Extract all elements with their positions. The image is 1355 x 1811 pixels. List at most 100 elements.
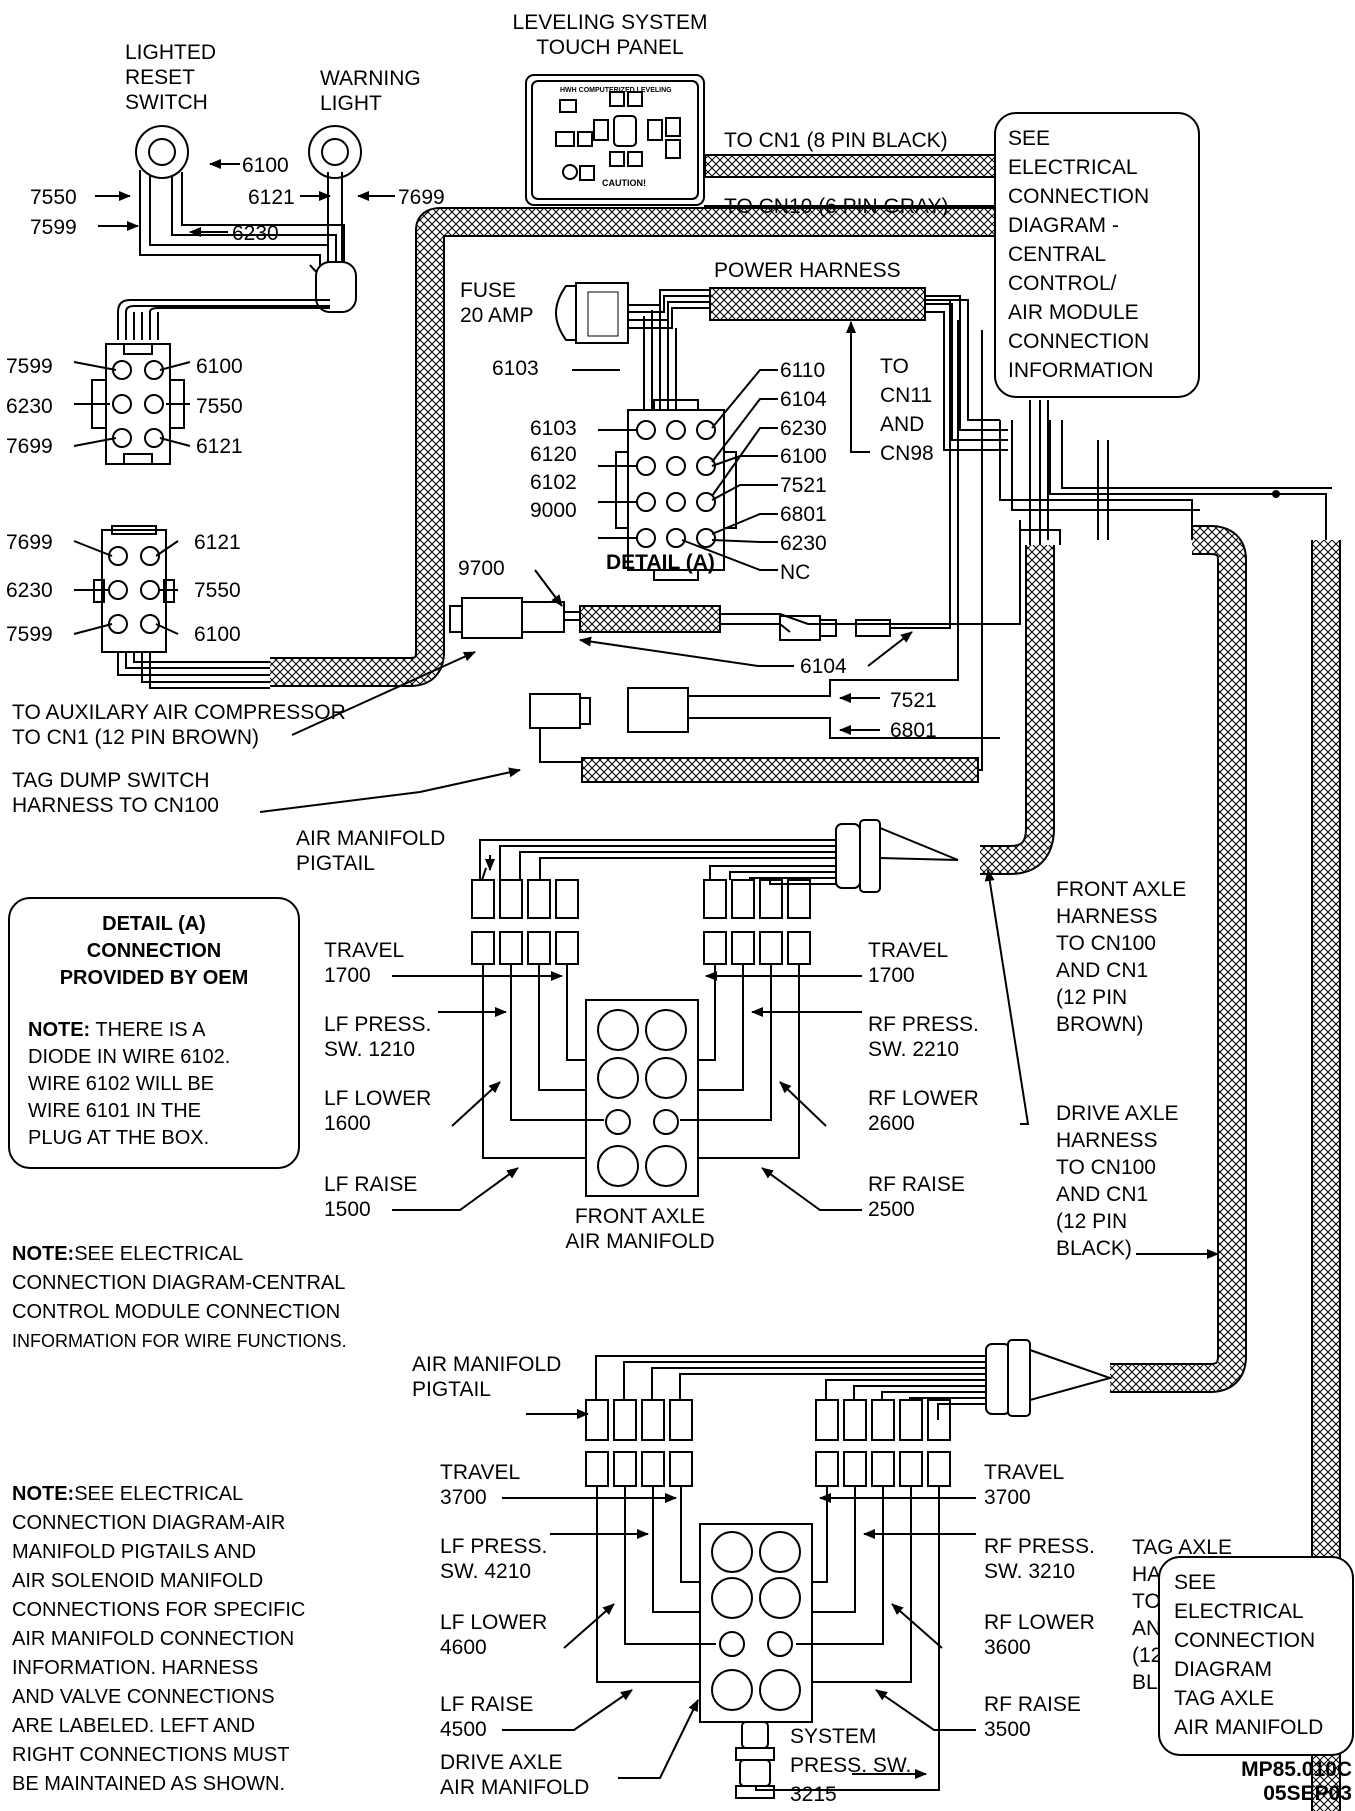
warning-title-line-2: LIGHT (320, 92, 382, 115)
to-cn11-line: TO (880, 355, 909, 378)
front-right-travel: TRAVEL (868, 939, 949, 962)
see-bottom-line: AIR MANIFOLD (1174, 1716, 1324, 1739)
system-press-line: 3215 (790, 1783, 837, 1806)
detail-box-title: PROVIDED BY OEM (59, 967, 249, 989)
conn2-right-3: 6100 (194, 623, 241, 646)
detail-note-line: PLUG AT THE BOX. (28, 1127, 210, 1149)
detail-a-left-3: 6102 (530, 471, 577, 494)
drive-left-lower: LF LOWER (440, 1611, 548, 1634)
drawing-number: MP85.010C (1241, 1758, 1352, 1781)
detail-a-right: 6100 (780, 445, 827, 469)
front-left-raise: LF RAISE (324, 1173, 418, 1196)
conn1-left-3: 7699 (6, 435, 53, 458)
system-press-line: SYSTEM (790, 1725, 877, 1748)
front-pigtail-line-1: AIR MANIFOLD (296, 827, 446, 850)
conn2-right-1: 6121 (194, 531, 241, 554)
fuse-wire-6103: 6103 (492, 357, 539, 380)
note1-first: SEE ELECTRICAL (74, 1243, 244, 1265)
drive-right-lower-wire: 3600 (984, 1636, 1031, 1659)
conn1-right-3: 6121 (196, 435, 243, 458)
fuse-line-1: FUSE (460, 279, 517, 302)
detail-a-left-1: 6103 (530, 417, 577, 440)
panel-caution-text: CAUTION! (602, 178, 646, 188)
drive-manifold-line-1: DRIVE AXLE (440, 1751, 563, 1774)
conn1-left-2: 6230 (6, 395, 53, 418)
front-left-lower-wire: 1600 (324, 1112, 371, 1135)
front-manifold-line-2: AIR MANIFOLD (565, 1230, 715, 1253)
drive-right-raise: RF RAISE (984, 1693, 1081, 1716)
panel-header-text: HWH COMPUTERIZED LEVELING (560, 87, 672, 94)
note2-line: BE MAINTAINED AS SHOWN. (12, 1773, 285, 1795)
detail-box-title: CONNECTION (86, 940, 222, 962)
front-left-raise-wire: 1500 (324, 1198, 371, 1221)
wire-6230: 6230 (232, 222, 279, 245)
see-top-line: ELECTRICAL (1008, 156, 1138, 179)
detail-note-line: WIRE 6101 IN THE (28, 1100, 202, 1122)
wire-9700: 9700 (458, 557, 505, 580)
reset-title-line-2: RESET (125, 66, 196, 89)
wire-7599: 7599 (30, 216, 77, 239)
detail-note-label: NOTE: (28, 1019, 91, 1041)
drive-left-raise: LF RAISE (440, 1693, 534, 1716)
see-bottom-line: TAG AXLE (1174, 1687, 1274, 1710)
conn1-right-2: 7550 (196, 395, 243, 418)
front-right-press: RF PRESS. (868, 1013, 979, 1036)
drive-right-lower: RF LOWER (984, 1611, 1095, 1634)
to-cn11-line: CN11 (880, 384, 933, 407)
wire-7550: 7550 (30, 186, 77, 209)
wire-7699: 7699 (398, 186, 445, 209)
front-right-lower: RF LOWER (868, 1087, 979, 1110)
conn2-left-2: 6230 (6, 579, 53, 602)
drive-right-raise-wire: 3500 (984, 1718, 1031, 1741)
front-harness-line: BROWN) (1056, 1013, 1144, 1036)
note2-line: MANIFOLD PIGTAILS AND (12, 1541, 257, 1563)
drive-harness-line: DRIVE AXLE (1056, 1102, 1179, 1125)
front-right-press-wire: SW. 2210 (868, 1038, 960, 1061)
note2-line: AIR MANIFOLD CONNECTION (12, 1628, 295, 1650)
conn2-left-3: 7599 (6, 623, 53, 646)
see-top-line: CONTROL/ (1008, 272, 1117, 295)
note2-line: INFORMATION. HARNESS (12, 1657, 259, 1679)
note2-first: SEE ELECTRICAL (74, 1483, 244, 1505)
detail-a-left-2: 6120 (530, 443, 577, 466)
drive-harness-line: AND CN1 (1056, 1183, 1149, 1206)
wire-7521: 7521 (890, 689, 937, 712)
see-box-top: SEE ELECTRICAL CONNECTION DIAGRAM - CENT… (994, 112, 1200, 398)
detail-note-box: DETAIL (A) CONNECTION PROVIDED BY OEM NO… (8, 897, 300, 1169)
see-top-line: INFORMATION (1008, 359, 1154, 382)
detail-a-left-4: 9000 (530, 499, 577, 522)
tag-dump-line-1: TAG DUMP SWITCH (12, 769, 210, 792)
see-box-bottom: SEE ELECTRICAL CONNECTION DIAGRAM TAG AX… (1158, 1556, 1354, 1756)
drive-pigtail-line-1: AIR MANIFOLD (412, 1353, 562, 1376)
detail-a-label: DETAIL (A) (606, 551, 715, 574)
panel-title-line-1: LEVELING SYSTEM (512, 11, 708, 34)
see-bottom-line: DIAGRAM (1174, 1658, 1273, 1681)
note1-line: INFORMATION FOR WIRE FUNCTIONS. (12, 1331, 347, 1351)
panel-title-line-2: TOUCH PANEL (536, 36, 684, 59)
tag-axle-line: TAG AXLE (1132, 1536, 1232, 1559)
front-harness-line: TO CN100 (1056, 932, 1156, 955)
front-manifold-line-1: FRONT AXLE (574, 1205, 706, 1228)
detail-a-right: 6104 (780, 387, 827, 411)
drive-left-travel: TRAVEL (440, 1461, 521, 1484)
front-left-press-wire: SW. 1210 (324, 1038, 416, 1061)
detail-box-title: DETAIL (A) (102, 913, 206, 935)
front-pigtail-line-2: PIGTAIL (296, 852, 375, 875)
detail-note-line: DIODE IN WIRE 6102. (28, 1046, 231, 1068)
drive-manifold-line-2: AIR MANIFOLD (440, 1776, 590, 1799)
drive-right-travel-wire: 3700 (984, 1486, 1031, 1509)
to-cn11-line: AND (880, 413, 925, 436)
drive-left-press: LF PRESS. (440, 1535, 548, 1558)
note2-label: NOTE: (12, 1483, 75, 1505)
drawing-date: 05SEP03 (1263, 1782, 1352, 1805)
drive-pigtail-line-2: PIGTAIL (412, 1378, 491, 1401)
note1-line: CONNECTION DIAGRAM-CENTRAL (12, 1272, 346, 1294)
wire-6801: 6801 (890, 719, 937, 742)
note2-line: CONNECTION DIAGRAM-AIR (12, 1512, 286, 1534)
detail-a-right: NC (780, 560, 811, 584)
drive-left-press-wire: SW. 4210 (440, 1560, 532, 1583)
drive-left-travel-wire: 3700 (440, 1486, 487, 1509)
front-right-raise-wire: 2500 (868, 1198, 915, 1221)
tag-dump-line-2: HARNESS TO CN100 (12, 794, 219, 817)
detail-a-right: 7521 (780, 474, 827, 498)
